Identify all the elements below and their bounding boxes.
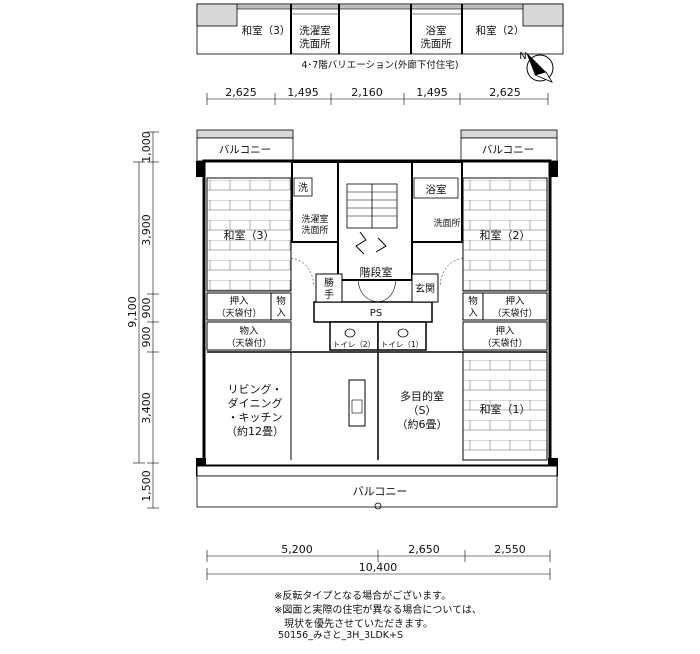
variation-room-washroom-right: 洗面所 <box>420 38 452 50</box>
room-washitsu-1: 和室（1） <box>480 402 531 416</box>
dim-top-4: 2,625 <box>489 86 521 99</box>
room-washitsu-3: 和室（3） <box>224 228 275 242</box>
room-balcony-bottom: バルコニー <box>353 485 408 498</box>
dim-bottom-0: 5,200 <box>281 543 313 556</box>
room-laundry-line1: 洗濯室 <box>301 213 328 225</box>
room-oshiire-right2-line1: 押入 <box>495 325 515 337</box>
dim-left-3: 900 <box>140 327 153 348</box>
compass-arrow-icon <box>526 52 546 75</box>
compass-label: N <box>519 51 526 62</box>
room-oshiire-right2-line2: （天袋付） <box>482 337 527 349</box>
room-ldk-line1: リビング・ <box>228 382 283 396</box>
note-line-3: 現状を優先させていただきます。 <box>274 619 433 630</box>
variation-room-laundry: 洗濯室 <box>299 24 331 37</box>
room-ldk-line4: （約12畳） <box>226 424 284 438</box>
room-stairs: 階段室 <box>360 265 393 279</box>
room-mono-left-line1: 物 <box>276 295 286 307</box>
room-ldk-line2: ダイニング <box>228 396 283 410</box>
room-monoire-line1: 物入 <box>239 325 259 337</box>
dim-left-5: 1,500 <box>140 470 153 502</box>
variation-room-washitsu3: 和室（3） <box>242 24 291 37</box>
variation-room-bath: 浴室 <box>426 24 447 37</box>
room-toilet-1: トイレ（1） <box>381 340 423 349</box>
dim-bottom-1: 2,650 <box>408 543 440 556</box>
north-compass: N <box>519 51 554 83</box>
room-laundry-line2: 洗面所 <box>301 224 328 236</box>
note-line-2: ※図面と実際の住宅が異なる場合については、 <box>274 605 482 616</box>
compass-ring <box>526 54 554 82</box>
room-monoire-line2: （天袋付） <box>226 337 271 349</box>
dim-left-total: 9,100 <box>126 296 139 328</box>
dimension-bottom <box>206 550 551 580</box>
room-bath: 浴室 <box>426 183 447 196</box>
dim-top-1: 1,495 <box>287 86 319 99</box>
room-oshiire-left-line2: （天袋付） <box>216 307 261 319</box>
room-toilet-2: トイレ（2） <box>333 340 375 349</box>
room-oshiire-right-line2: （天袋付） <box>492 307 537 319</box>
dim-bottom-total: 10,400 <box>359 561 398 574</box>
variation-caption: 4･7階バリエーション(外廊下付住宅) <box>301 59 458 71</box>
room-multipurpose-line2: （S） <box>408 404 437 417</box>
dim-left-0: 1,000 <box>140 131 153 163</box>
dim-top-3: 1,495 <box>416 86 448 99</box>
room-oshiire-right-line1: 押入 <box>505 295 525 307</box>
room-ldk-line3: ・キッチン <box>228 411 283 424</box>
room-balcony-right: バルコニー <box>482 144 534 156</box>
room-balcony-left: バルコニー <box>219 144 271 156</box>
room-washroom-right: 洗面所 <box>433 217 460 229</box>
room-mono-right-line1: 物 <box>468 295 478 307</box>
dim-top-2: 2,160 <box>351 86 383 99</box>
room-kitchen-small-line1: 勝 <box>324 276 334 289</box>
variation-room-washitsu2: 和室（2） <box>476 24 525 37</box>
dimension-top <box>206 93 549 105</box>
variation-room-washroom-left: 洗面所 <box>299 38 331 50</box>
dim-left-2: 900 <box>140 298 153 319</box>
plan-code: 50156_みさと_3H_3LDK+S <box>278 630 404 641</box>
compass-arrow-tail <box>533 71 553 83</box>
dim-left-4: 3,400 <box>140 392 153 424</box>
variation-strip: 和室（3） 洗濯室 洗面所 浴室 洗面所 和室（2） <box>196 3 564 55</box>
dim-left-1: 3,900 <box>140 214 153 246</box>
room-entrance: 玄関 <box>415 282 435 295</box>
room-mono-left-line2: 入 <box>276 308 286 319</box>
note-line-1: ※反転タイプとなる場合がございます。 <box>274 591 452 602</box>
plan-walls <box>196 129 558 510</box>
room-mono-right-line2: 入 <box>468 308 478 319</box>
room-washitsu-2: 和室（2） <box>480 228 531 242</box>
room-oshiire-left-line1: 押入 <box>229 295 249 307</box>
dim-bottom-2: 2,550 <box>494 543 526 556</box>
room-multipurpose-line3: （約6畳） <box>397 417 448 431</box>
dimension-left <box>133 131 159 509</box>
dim-top-0: 2,625 <box>225 86 257 99</box>
room-ps: PS <box>370 308 382 319</box>
room-multipurpose-line1: 多目的室 <box>400 389 444 403</box>
room-wash: 洗 <box>298 182 308 194</box>
room-kitchen-small-line2: 手 <box>324 288 334 301</box>
